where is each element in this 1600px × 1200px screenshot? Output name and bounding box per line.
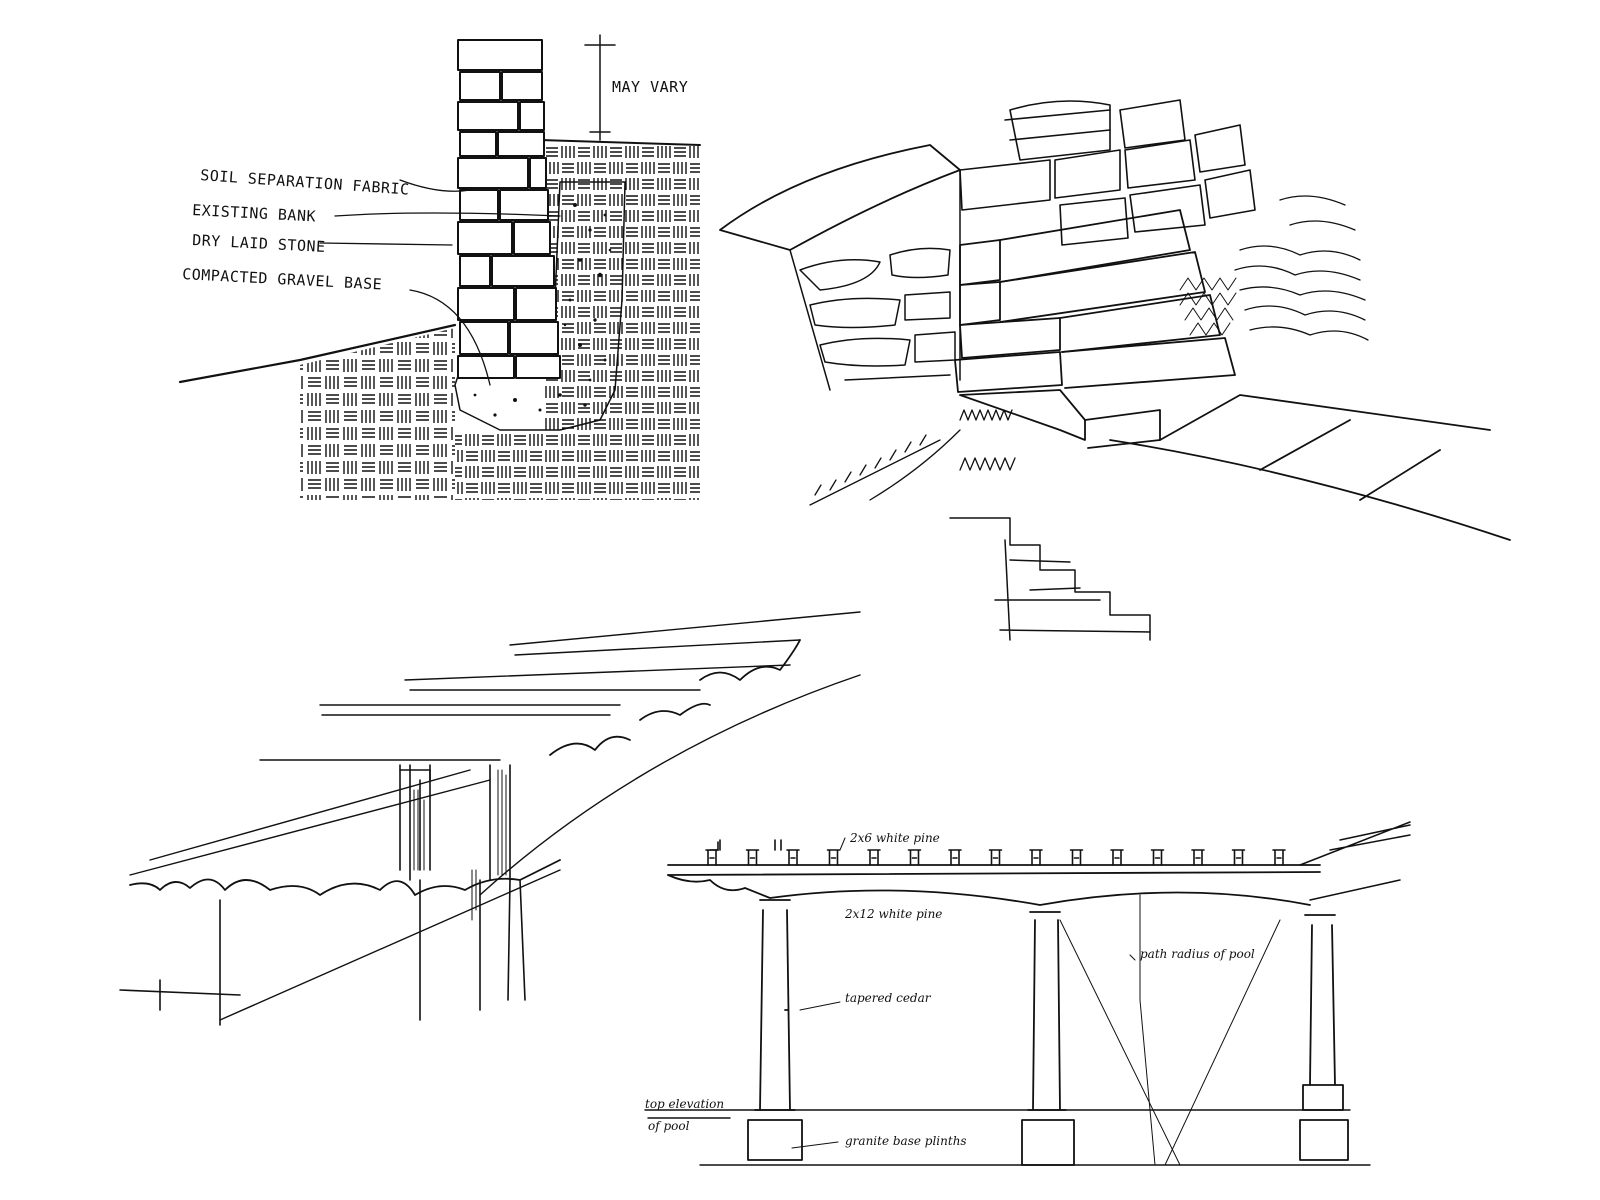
wall-label-2: DRY LAID STONE	[192, 231, 326, 256]
note-radius: path radius of pool	[1140, 947, 1255, 961]
rafter-end	[786, 849, 800, 866]
ground-line-top	[539, 139, 701, 146]
rafter-end	[826, 849, 841, 866]
wall-stones-upper	[959, 99, 1256, 246]
stone-steps-perspective	[719, 99, 1511, 641]
rafter-end	[1191, 849, 1205, 866]
note-side-line1: top elevation	[645, 1097, 724, 1111]
rafter-end	[1150, 849, 1165, 866]
rafter-end	[1110, 849, 1124, 866]
pool-radius-lines	[1059, 894, 1281, 1166]
top-beam	[667, 864, 1321, 876]
column-center	[1021, 911, 1075, 1166]
wall-label-3: COMPACTED GRAVEL BASE	[182, 265, 383, 293]
rafter-end	[745, 849, 760, 866]
pergola-perspective-detail	[119, 611, 861, 1026]
rafter-ends	[709, 839, 782, 851]
column-left	[747, 899, 803, 1161]
existing-bank-hatching	[300, 145, 700, 500]
pergola-posts	[119, 764, 526, 1026]
note-side-line2: of pool	[648, 1119, 690, 1133]
rafter-end	[867, 849, 881, 866]
ground-lines	[644, 1109, 1371, 1166]
rafter-end	[988, 849, 1003, 866]
note-rafter: 2x6 white pine	[849, 831, 940, 845]
rafter-end	[1272, 849, 1286, 866]
beam-perspective-lines	[1299, 821, 1411, 901]
post-shading	[413, 769, 507, 921]
steps	[954, 209, 1236, 449]
small-step-section	[949, 517, 1151, 641]
stone-path	[1109, 394, 1511, 541]
column-right	[1299, 914, 1349, 1161]
pergola-rafters	[129, 611, 861, 1021]
vegetation-right	[1234, 195, 1369, 341]
dry-stone-wall-section: MAY VARY SOIL SEPARATION FABRIC EXISTING…	[178, 34, 701, 500]
rafter-end	[907, 849, 922, 866]
pergola-brackets	[129, 639, 801, 896]
rafter-end	[948, 849, 962, 866]
rafter-end	[1029, 849, 1043, 866]
may-vary-label: MAY VARY	[612, 78, 688, 96]
pergola-elevation: 2x6 white pine 2x12 white pine tapered c…	[644, 821, 1411, 1166]
ground-foliage	[809, 409, 1016, 506]
note-beam: 2x12 white pine	[844, 907, 942, 921]
wall-stones-left	[799, 247, 956, 381]
may-vary-dimension	[584, 34, 616, 141]
wall-cap	[719, 144, 961, 251]
ground-line-left	[178, 323, 457, 384]
note-column: tapered cedar	[845, 991, 932, 1005]
arched-beam	[667, 874, 1311, 906]
rafter-end	[705, 849, 719, 866]
vegetation-dark-patch	[1179, 277, 1237, 336]
rafter-end-row	[705, 849, 1286, 866]
wall-label-0: SOIL SEPARATION FABRIC	[200, 166, 410, 199]
stone-column	[457, 39, 561, 379]
label-leaders	[319, 179, 561, 386]
wall-label-1: EXISTING BANK	[192, 201, 317, 225]
rafter-end	[1231, 849, 1246, 866]
rafter-end	[1069, 849, 1084, 866]
gravel-dots	[473, 203, 612, 417]
note-plinths: granite base plinths	[845, 1134, 967, 1148]
